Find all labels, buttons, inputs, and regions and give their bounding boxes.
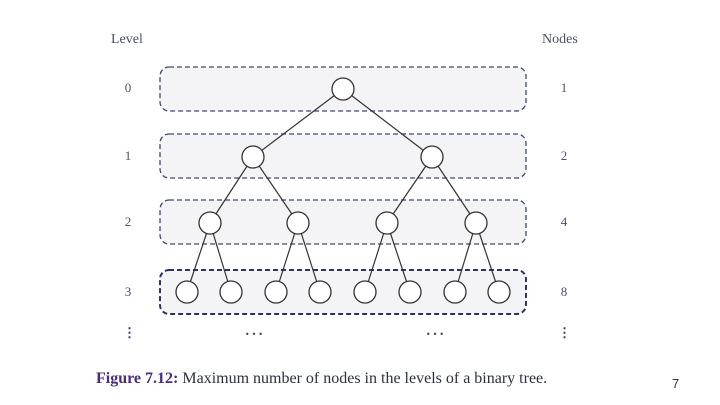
nodes-header: Nodes bbox=[542, 32, 578, 47]
node-count-1: 2 bbox=[560, 148, 568, 163]
caption-label: Figure 7.12: bbox=[96, 370, 179, 387]
caption-text: Maximum number of nodes in the levels of… bbox=[182, 370, 548, 387]
tree-edge-l0-n0-c0 bbox=[252, 88, 344, 158]
tree-node-l2-n1 bbox=[286, 211, 310, 235]
vertical-ellipsis-left: ⋮ bbox=[123, 325, 136, 340]
tree-edge-l2-n0-c0 bbox=[186, 222, 211, 293]
tree-node-l3-n4 bbox=[353, 280, 377, 304]
level-number-2: 2 bbox=[124, 214, 132, 229]
tree-node-l2-n0 bbox=[198, 211, 222, 235]
tree-edge-l2-n2-c0 bbox=[364, 222, 388, 293]
tree-node-l3-n3 bbox=[308, 280, 332, 304]
level-header: Level bbox=[111, 32, 143, 47]
tree-node-l2-n3 bbox=[464, 211, 488, 235]
node-count-2: 4 bbox=[560, 214, 568, 229]
level-band-2 bbox=[159, 199, 527, 245]
tree-edge-l1-n1-c0 bbox=[386, 156, 433, 224]
tree-node-l3-n7 bbox=[487, 280, 511, 304]
tree-edge-l2-n0-c1 bbox=[209, 222, 232, 293]
horizontal-ellipsis-right: … bbox=[425, 318, 446, 340]
tree-node-l3-n1 bbox=[219, 280, 243, 304]
figure-caption: Figure 7.12: Maximum number of nodes in … bbox=[96, 370, 547, 388]
node-count-0: 1 bbox=[560, 80, 568, 95]
page-number: 7 bbox=[672, 376, 680, 391]
tree-edge-l2-n3-c1 bbox=[475, 222, 500, 293]
tree-node-l3-n5 bbox=[398, 280, 422, 304]
horizontal-ellipsis-left: … bbox=[244, 318, 265, 340]
tree-edge-l0-n0-c1 bbox=[342, 88, 433, 158]
node-count-3: 8 bbox=[560, 284, 568, 299]
tree-edge-l2-n3-c0 bbox=[454, 222, 477, 293]
level-band-3 bbox=[159, 269, 527, 315]
tree-edge-l1-n0-c0 bbox=[209, 156, 254, 224]
tree-node-l3-n6 bbox=[443, 280, 467, 304]
level-band-1 bbox=[159, 133, 527, 179]
tree-edge-l2-n2-c1 bbox=[386, 222, 411, 293]
level-number-0: 0 bbox=[124, 80, 132, 95]
tree-node-l2-n2 bbox=[375, 211, 399, 235]
tree-node-l1-n1 bbox=[420, 145, 444, 169]
tree-edge-l1-n1-c1 bbox=[431, 156, 477, 224]
tree-node-l1-n0 bbox=[241, 145, 265, 169]
binary-tree-diagram bbox=[159, 66, 527, 315]
tree-node-l3-n2 bbox=[264, 280, 288, 304]
vertical-ellipsis-right: ⋮ bbox=[558, 325, 571, 340]
tree-node-l3-n0 bbox=[175, 280, 199, 304]
level-number-3: 3 bbox=[124, 284, 132, 299]
tree-edge-l1-n0-c1 bbox=[252, 156, 299, 224]
tree-node-l0-n0 bbox=[331, 77, 355, 101]
level-number-1: 1 bbox=[124, 148, 132, 163]
tree-edge-l2-n1-c1 bbox=[297, 222, 321, 293]
tree-edge-l2-n1-c0 bbox=[275, 222, 299, 293]
